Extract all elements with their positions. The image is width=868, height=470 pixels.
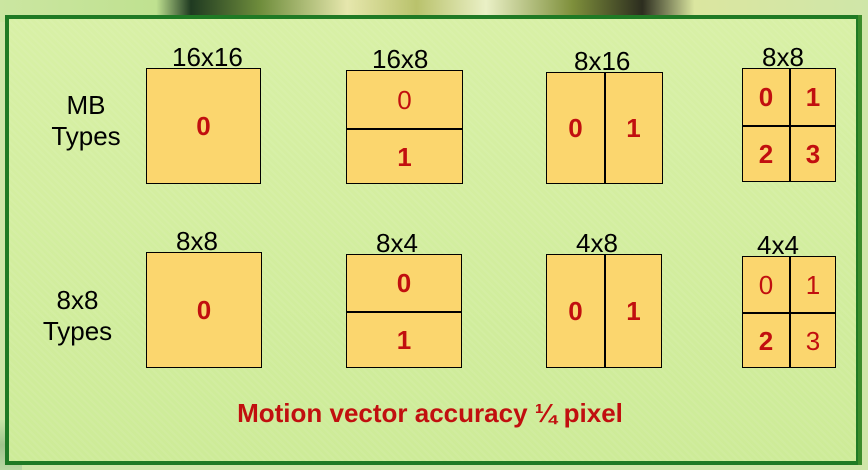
partition-index: 3: [805, 139, 821, 169]
mb-type-label-16x8: 16x8: [372, 44, 429, 74]
partition-divider: [347, 311, 461, 313]
partition-index: 0: [196, 295, 212, 325]
row-label-mb: MB Types: [26, 90, 146, 152]
row-label-mb-line2: Types: [51, 121, 121, 151]
mb-block-16x16: 0: [146, 68, 261, 184]
panel-shadow: [858, 15, 862, 465]
mb-type-label-8x8: 8x8: [762, 42, 804, 72]
partition-index: 1: [397, 142, 412, 172]
partition-index: 0: [196, 111, 211, 141]
sub-type-label-4x8: 4x8: [576, 228, 618, 258]
partition-divider: [347, 128, 462, 130]
sub-block-8x4: 0 1: [346, 254, 462, 368]
row-label-sub-line1: 8x8: [56, 285, 99, 315]
mb-type-label-16x16: 16x16: [172, 42, 243, 72]
partition-index: 1: [396, 325, 412, 355]
sub-block-4x4: 0 1 2 3: [742, 256, 836, 368]
partition-index: 0: [568, 296, 583, 326]
row-label-mb-line1: MB: [66, 90, 106, 120]
mb-block-8x16: 0 1: [546, 72, 663, 184]
partition-index: 0: [758, 82, 774, 112]
sub-block-8x8: 0: [146, 252, 262, 368]
row-label-sub: 8x8 Types: [20, 285, 135, 347]
partition-index: 0: [396, 268, 412, 298]
partition-divider: [789, 257, 791, 367]
partition-index: 1: [805, 82, 821, 112]
mb-block-16x8: 0 1: [346, 70, 463, 184]
partition-index: 3: [805, 325, 821, 356]
sub-type-label-4x4: 4x4: [757, 230, 799, 260]
mb-type-label-8x16: 8x16: [574, 46, 631, 76]
partition-index: 0: [568, 113, 583, 143]
partition-divider: [604, 73, 606, 183]
partition-divider: [789, 69, 791, 181]
sub-block-4x8: 0 1: [546, 254, 662, 368]
partition-index: 1: [626, 113, 641, 143]
sub-type-label-8x8: 8x8: [176, 226, 218, 256]
partition-index: 0: [397, 84, 412, 115]
partition-index: 2: [758, 139, 774, 169]
footer-caption: Motion vector accuracy ¼ pixel: [237, 398, 623, 428]
partition-index: 1: [626, 296, 641, 326]
partition-index: 2: [758, 325, 774, 356]
partition-divider: [604, 255, 606, 367]
sub-type-label-8x4: 8x4: [376, 228, 418, 258]
partition-index: 1: [805, 269, 821, 300]
row-label-sub-line2: Types: [42, 316, 113, 346]
mb-block-8x8: 0 1 2 3: [742, 68, 836, 182]
partition-index: 0: [758, 269, 774, 300]
